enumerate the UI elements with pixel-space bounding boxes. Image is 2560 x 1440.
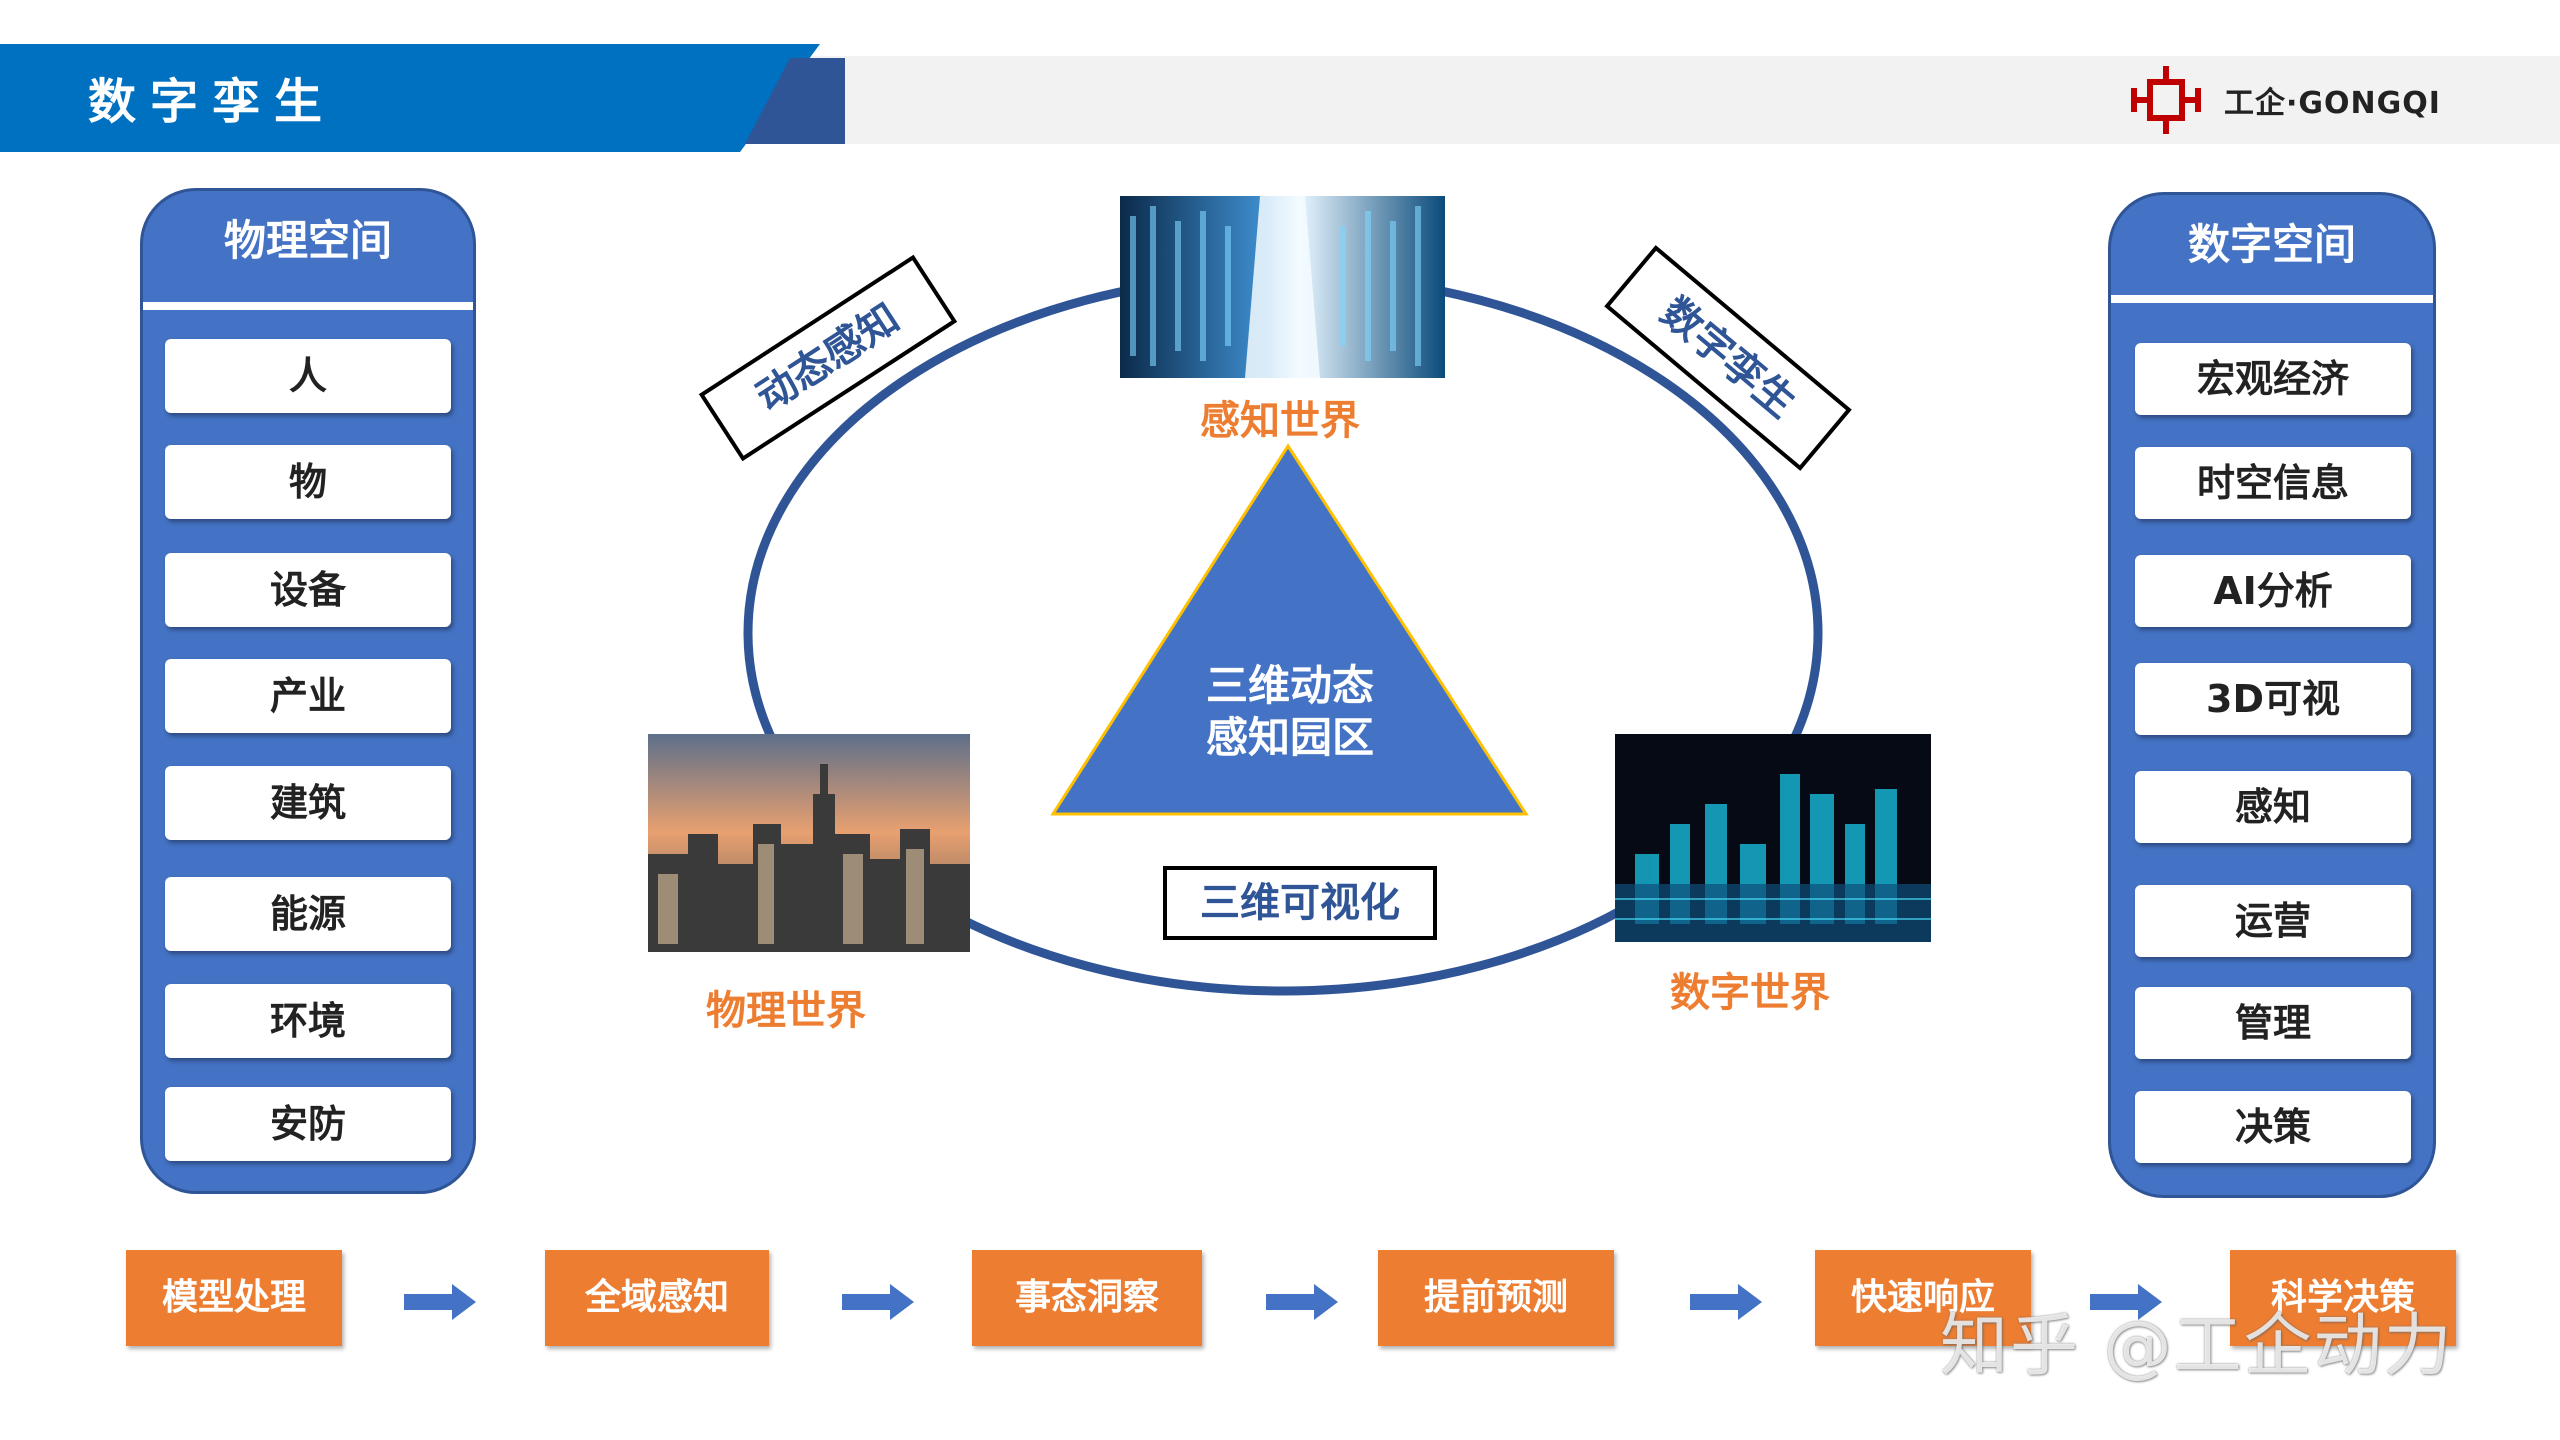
digital-space-title: 数字空间 xyxy=(2187,220,2356,269)
flow-step: 提前预测 xyxy=(1378,1250,1614,1346)
company-logo: 工企·GONGQI xyxy=(2130,62,2441,138)
physical-item: 设备 xyxy=(165,553,451,627)
physical-item: 环境 xyxy=(165,984,451,1058)
digital-item: 3D可视 xyxy=(2135,663,2411,735)
perception-world-label: 感知世界 xyxy=(1200,398,1360,444)
panel-divider xyxy=(143,302,473,310)
physical-space-title: 物理空间 xyxy=(223,216,392,265)
digital-world-label: 数字世界 xyxy=(1670,970,1830,1016)
logo-text: 工企·GONGQI xyxy=(2224,86,2441,121)
arrow-right-icon xyxy=(842,1284,914,1320)
flow-step: 快速响应 xyxy=(1815,1250,2031,1346)
digital-item: 决策 xyxy=(2135,1091,2411,1163)
arrow-right-icon xyxy=(1690,1284,1762,1320)
center-label-line1: 三维动态 xyxy=(1205,661,1374,710)
physical-item: 人 xyxy=(165,339,451,413)
city-skyline-image xyxy=(648,734,970,952)
digital-item: 管理 xyxy=(2135,987,2411,1059)
digital-item: 宏观经济 xyxy=(2135,343,2411,415)
physical-space-panel: 物理空间 人 物 设备 产业 建筑 能源 环境 安防 xyxy=(140,188,476,1194)
center-triangle xyxy=(1050,443,1529,816)
flow-step: 事态洞察 xyxy=(972,1250,1202,1346)
arrow-right-icon xyxy=(2090,1284,2162,1320)
center-label-line2: 感知园区 xyxy=(1205,713,1374,762)
center-label: 三维动态 感知园区 xyxy=(1150,660,1430,764)
visualization-tag: 三维可视化 xyxy=(1163,866,1437,940)
arrow-right-icon xyxy=(404,1284,476,1320)
digital-item: 感知 xyxy=(2135,771,2411,843)
digital-item: 运营 xyxy=(2135,885,2411,957)
physical-item: 物 xyxy=(165,445,451,519)
watermark: 知乎 @工企动力 xyxy=(1940,1307,2454,1386)
server-room-image xyxy=(1120,196,1445,378)
digital-city-image xyxy=(1615,734,1931,942)
physical-item: 安防 xyxy=(165,1087,451,1161)
panel-divider xyxy=(2111,295,2433,303)
flow-step: 模型处理 xyxy=(126,1250,342,1346)
physical-item: 建筑 xyxy=(165,766,451,840)
physical-item: 产业 xyxy=(165,659,451,733)
physical-world-label: 物理世界 xyxy=(706,988,866,1034)
page-title: 数字孪生 xyxy=(88,74,337,130)
digital-item: AI分析 xyxy=(2135,555,2411,627)
digital-space-panel: 数字空间 宏观经济 时空信息 AI分析 3D可视 感知 运营 管理 决策 xyxy=(2108,192,2436,1198)
header-title-banner xyxy=(0,44,845,152)
flow-step: 全域感知 xyxy=(545,1250,769,1346)
arrow-right-icon xyxy=(1266,1284,1338,1320)
gongqi-logo-icon xyxy=(2131,66,2201,134)
digital-item: 时空信息 xyxy=(2135,447,2411,519)
flow-step: 科学决策 xyxy=(2230,1250,2456,1346)
physical-item: 能源 xyxy=(165,877,451,951)
